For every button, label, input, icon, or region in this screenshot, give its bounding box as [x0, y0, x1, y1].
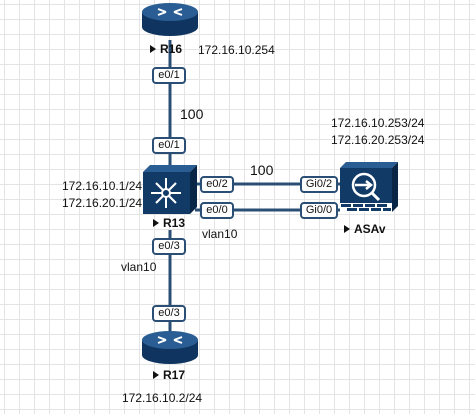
- asav-ip-1: 172.16.10.253/24: [331, 116, 425, 130]
- link-cost-r16-r13: 100: [180, 106, 204, 122]
- play-icon: [153, 219, 159, 227]
- r16-label: R16: [150, 42, 182, 56]
- port-r13-e0-0[interactable]: e0/0: [200, 202, 234, 219]
- port-asav-gi0-2[interactable]: Gi0/2: [300, 176, 338, 193]
- port-r17-e0-3[interactable]: e0/3: [152, 305, 186, 322]
- port-asav-gi0-0[interactable]: Gi0/0: [300, 202, 338, 219]
- r13-ip-2: 172.16.20.1/24: [62, 196, 143, 210]
- asav-name: ASAv: [354, 222, 386, 236]
- asav-ip-2: 172.16.20.253/24: [331, 133, 425, 147]
- r13-label: R13: [153, 216, 185, 230]
- router-r16-icon[interactable]: [142, 3, 198, 36]
- port-r13-e0-2[interactable]: e0/2: [200, 176, 234, 193]
- vlan-r13-r17: vlan10: [121, 260, 157, 274]
- router-r17-icon[interactable]: [142, 331, 198, 364]
- r17-label: R17: [153, 368, 185, 382]
- link-cost-r13-asav: 100: [250, 162, 274, 178]
- r13-name: R13: [163, 216, 186, 230]
- play-icon: [344, 225, 350, 233]
- r13-ip-1: 172.16.10.1/24: [62, 179, 143, 193]
- port-r16-e0-1[interactable]: e0/1: [152, 67, 186, 84]
- vlan-r13-asav: vlan10: [202, 227, 238, 241]
- r16-name: R16: [160, 42, 183, 56]
- port-r13-e0-1[interactable]: e0/1: [152, 137, 186, 154]
- r17-ip: 172.16.10.2/24: [122, 391, 203, 405]
- switch-r13-icon[interactable]: [143, 165, 197, 214]
- asav-label: ASAv: [344, 222, 386, 236]
- r17-name: R17: [163, 368, 186, 382]
- play-icon: [153, 371, 159, 379]
- play-icon: [150, 45, 156, 53]
- firewall-asav-icon[interactable]: [340, 162, 398, 212]
- port-r13-e0-3[interactable]: e0/3: [152, 238, 186, 255]
- r16-ip: 172.16.10.254: [198, 43, 275, 57]
